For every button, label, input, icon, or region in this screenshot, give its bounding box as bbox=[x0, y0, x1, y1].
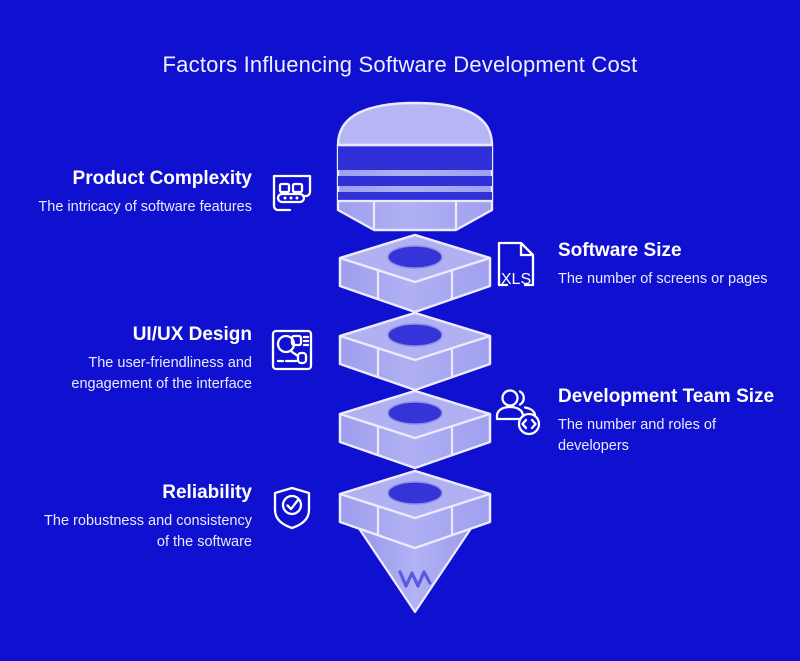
funnel-segment-4 bbox=[338, 389, 492, 470]
xls-file-icon: XLS bbox=[492, 240, 544, 292]
funnel-segment-3 bbox=[338, 311, 492, 392]
funnel-graphic bbox=[330, 100, 500, 620]
factor-heading: Software Size bbox=[558, 240, 682, 261]
funnel-segment-1 bbox=[336, 101, 494, 232]
factor-description: The number of screens or pages bbox=[558, 271, 768, 288]
factor-text-block: Software Size The number of screens or p… bbox=[558, 240, 782, 290]
factor-text-block: Product Complexity The intricacy of soft… bbox=[28, 168, 252, 218]
factor-text-block: Development Team Size The number and rol… bbox=[558, 386, 784, 457]
factor-heading: Development Team Size bbox=[558, 386, 775, 407]
factor-text-block: UI/UX Design The user-friendliness and e… bbox=[28, 324, 252, 395]
xls-icon-label: XLS bbox=[501, 271, 531, 288]
factor-reliability: Reliability The robustness and consisten… bbox=[28, 482, 318, 553]
factor-heading: Product Complexity bbox=[72, 168, 252, 189]
factor-description: The intricacy of software features bbox=[38, 199, 252, 216]
factor-product-complexity: Product Complexity The intricacy of soft… bbox=[28, 168, 318, 220]
factor-description: The robustness and consistency of the so… bbox=[44, 513, 252, 551]
factor-uiux-design: UI/UX Design The user-friendliness and e… bbox=[28, 324, 318, 395]
funnel-segment-5 bbox=[338, 469, 492, 614]
design-wireframe-icon bbox=[266, 324, 318, 376]
conveyor-belt-icon bbox=[266, 168, 318, 220]
team-code-icon bbox=[492, 386, 544, 438]
factor-description: The number and roles of developers bbox=[558, 417, 716, 455]
factor-description: The user-friendliness and engagement of … bbox=[71, 355, 252, 393]
factor-development-team-size: Development Team Size The number and rol… bbox=[492, 386, 784, 457]
factor-heading: UI/UX Design bbox=[132, 324, 252, 345]
shield-check-icon bbox=[266, 482, 318, 534]
factor-text-block: Reliability The robustness and consisten… bbox=[28, 482, 252, 553]
factor-software-size: XLS Software Size The number of screens … bbox=[492, 240, 782, 292]
factor-heading: Reliability bbox=[162, 482, 252, 503]
funnel-segment-2 bbox=[338, 233, 492, 314]
page-title: Factors Influencing Software Development… bbox=[162, 52, 638, 77]
